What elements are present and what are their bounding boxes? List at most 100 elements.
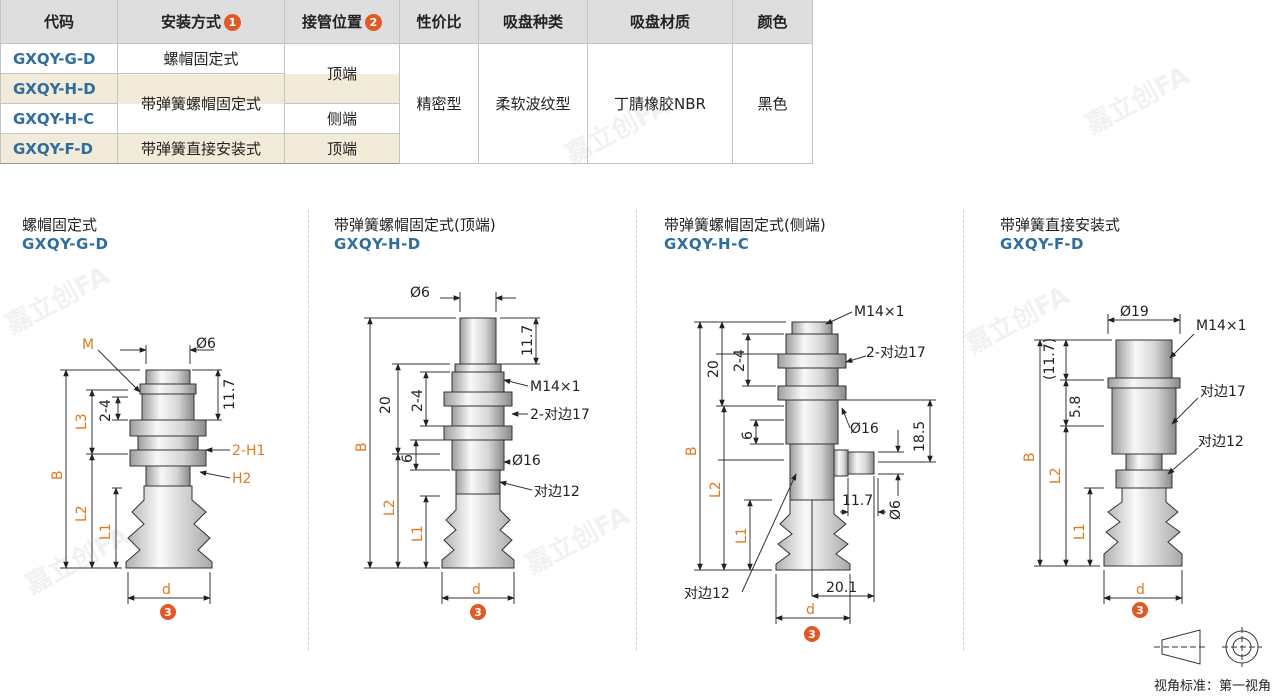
cup-type-cell: 柔软波纹型 <box>478 43 588 164</box>
dim-label: H2 <box>232 471 251 487</box>
header-code: 代码 <box>0 0 118 44</box>
dim-label: L1 <box>410 525 426 542</box>
section-code: GXQY-G-D <box>22 235 109 253</box>
install-cell: 带弹簧螺帽固定式 <box>117 73 285 134</box>
svg-text:3: 3 <box>474 606 482 619</box>
table-row: GXQY-G-D 螺帽固定式 顶端 精密型 柔软波纹型 丁腈橡胶NBR 黑色 <box>0 43 813 164</box>
dim-label: M14×1 <box>530 379 581 395</box>
install-cell: 螺帽固定式 <box>117 43 285 74</box>
badge-2: 2 <box>365 14 382 31</box>
dim-label: d <box>162 582 171 598</box>
section-title: 带弹簧螺帽固定式(顶端) <box>334 216 496 234</box>
svg-text:3: 3 <box>164 606 172 619</box>
dim-label: L1 <box>1072 523 1088 540</box>
dim-label: 对边17 <box>1200 384 1246 400</box>
dim-label: 11.7 <box>222 379 238 410</box>
install-cell: 带弹簧直接安装式 <box>117 133 285 164</box>
dim-label: L3 <box>74 413 90 430</box>
section-title: 螺帽固定式 <box>22 216 98 234</box>
dim-label: Ø6 <box>410 285 430 301</box>
badge-1: 1 <box>224 14 241 31</box>
drawing-gxqy-h-d <box>364 292 540 604</box>
section-divider <box>636 210 637 650</box>
dim-label: Ø6 <box>196 336 216 352</box>
dim-label: L2 <box>708 481 724 498</box>
dim-label: L2 <box>382 499 398 516</box>
dim-label: d <box>1136 582 1145 598</box>
section-code: GXQY-H-C <box>664 235 750 253</box>
section-divider <box>963 210 964 650</box>
header-cup-type: 吸盘种类 <box>478 0 588 44</box>
dim-label: 20.1 <box>826 580 857 596</box>
header-color: 颜色 <box>732 0 813 44</box>
section-divider <box>308 210 309 650</box>
dim-label: 6 <box>740 431 756 440</box>
dim-label: 对边12 <box>1198 434 1244 450</box>
badge-3: 3 <box>470 604 486 620</box>
dim-label: 2-H1 <box>232 443 265 459</box>
position-cell: 顶端 <box>284 43 400 104</box>
position-cell: 顶端 <box>284 133 400 164</box>
dim-label: 2-4 <box>732 349 748 372</box>
dim-label: 18.5 <box>912 421 928 452</box>
dim-label: Ø6 <box>888 500 904 520</box>
dim-label: 11.7 <box>520 325 536 356</box>
dim-label: 5.8 <box>1068 396 1084 418</box>
code-cell: GXQY-G-D <box>0 43 118 74</box>
header-material: 吸盘材质 <box>587 0 733 44</box>
material-cell: 丁腈橡胶NBR <box>587 43 733 164</box>
dim-label: L1 <box>734 527 750 544</box>
dim-label: 对边12 <box>534 484 580 500</box>
dim-label: Ø19 <box>1120 304 1149 320</box>
dim-label: M14×1 <box>854 304 905 320</box>
dim-label: 20 <box>378 396 394 414</box>
dim-label: 2-4 <box>98 399 114 422</box>
dim-label: B <box>684 446 700 456</box>
dim-label: M <box>82 337 94 353</box>
dim-label: 2-对边17 <box>530 407 590 423</box>
dim-label: 对边12 <box>684 586 730 602</box>
color-cell: 黑色 <box>732 43 813 164</box>
dim-label: L2 <box>1048 467 1064 484</box>
table-row: GXQY-H-C 侧端 <box>0 103 813 134</box>
svg-text:3: 3 <box>808 628 816 641</box>
dim-label: d <box>806 602 815 618</box>
badge-3: 3 <box>160 604 176 620</box>
drawing-gxqy-h-c <box>694 311 936 624</box>
dim-label: M14×1 <box>1196 318 1247 334</box>
code-cell: GXQY-H-D <box>0 73 118 104</box>
badge-3: 3 <box>1132 602 1148 618</box>
dim-label: B <box>1022 452 1038 462</box>
table-row: GXQY-H-D 带弹簧螺帽固定式 <box>0 73 813 134</box>
first-angle-projection-icon <box>1154 627 1262 667</box>
dim-label: 2-对边17 <box>866 345 926 361</box>
section-code: GXQY-F-D <box>1000 235 1084 253</box>
section-title: 带弹簧螺帽固定式(侧端) <box>664 216 826 234</box>
svg-text:3: 3 <box>1136 604 1144 617</box>
dim-label: 20 <box>706 360 722 378</box>
view-standard-note: 视角标准：第一视角 <box>1153 679 1271 694</box>
dim-label: B <box>354 442 370 452</box>
table-row: GXQY-F-D 带弹簧直接安装式 顶端 <box>0 133 813 164</box>
dim-label: 11.7 <box>842 493 873 509</box>
dim-label: (11.7) <box>1042 338 1058 380</box>
code-cell: GXQY-F-D <box>0 133 118 164</box>
drawing-gxqy-g-d <box>60 345 231 604</box>
cost-cell: 精密型 <box>399 43 479 164</box>
dim-label: L2 <box>74 505 90 522</box>
badge-3: 3 <box>804 626 820 642</box>
section-code: GXQY-H-D <box>334 235 421 253</box>
header-cost: 性价比 <box>399 0 479 44</box>
dim-label: Ø16 <box>850 421 879 437</box>
dim-label: L1 <box>98 523 114 540</box>
code-cell: GXQY-H-C <box>0 103 118 134</box>
drawing-gxqy-f-d <box>1034 314 1262 667</box>
dim-label: Ø16 <box>512 453 541 469</box>
dim-label: d <box>472 582 481 598</box>
section-title: 带弹簧直接安装式 <box>1000 216 1121 234</box>
dim-label: 2-4 <box>410 389 426 412</box>
dim-label: 6 <box>400 454 416 463</box>
